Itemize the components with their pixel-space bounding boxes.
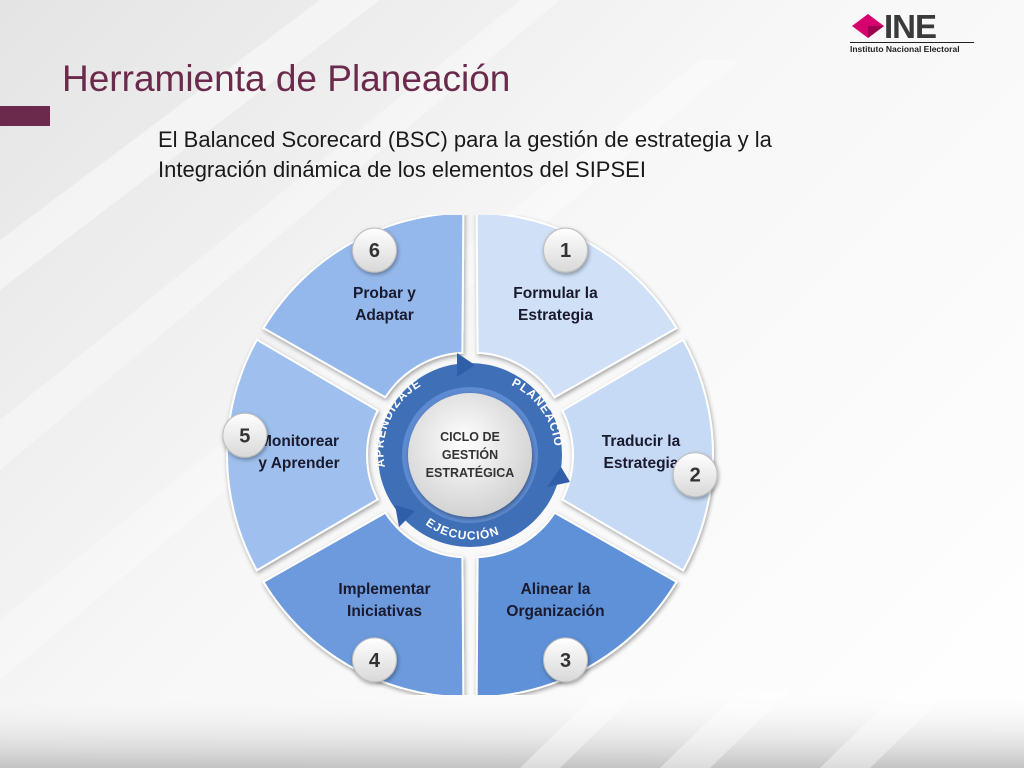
svg-text:Iniciativas: Iniciativas: [347, 603, 422, 620]
svg-text:Probar y: Probar y: [353, 285, 416, 302]
svg-text:Estrategia: Estrategia: [604, 455, 679, 472]
logo-subtitle: Instituto Nacional Electoral: [850, 42, 974, 54]
svg-text:Adaptar: Adaptar: [355, 307, 414, 324]
step-badge-4: 4: [351, 637, 397, 683]
step-badge-3: 3: [543, 637, 589, 683]
center-circle: [408, 393, 532, 517]
svg-text:ESTRATÉGICA: ESTRATÉGICA: [426, 465, 515, 480]
svg-text:1: 1: [560, 240, 571, 262]
arrow-head-aprendizaje: [395, 505, 415, 527]
svg-text:GESTIÓN: GESTIÓN: [442, 447, 498, 462]
page-title: Herramienta de Planeación: [62, 58, 511, 99]
segment-4: [262, 511, 465, 695]
svg-text:Formular la: Formular la: [513, 285, 598, 302]
svg-text:6: 6: [369, 240, 380, 262]
svg-text:2: 2: [690, 465, 701, 487]
svg-text:Alinear la: Alinear la: [521, 581, 591, 598]
ine-logo-icon: [852, 14, 884, 38]
svg-text:y Aprender: y Aprender: [258, 455, 339, 472]
step-badge-5: 5: [222, 412, 268, 458]
svg-text:3: 3: [560, 650, 571, 672]
segment-6: [262, 215, 465, 399]
segment-label-6: Probar y Adaptar: [353, 285, 416, 324]
page-subtitle: El Balanced Scorecard (BSC) para la gest…: [158, 127, 772, 182]
center-label: CICLO DE GESTIÓN ESTRATÉGICA: [426, 430, 515, 480]
svg-text:Implementar: Implementar: [338, 581, 430, 598]
segment-label-5: Monitorear y Aprender: [258, 433, 339, 472]
svg-text:CICLO DE: CICLO DE: [440, 430, 500, 444]
step-badge-6: 6: [351, 227, 397, 273]
svg-text:Estrategia: Estrategia: [518, 307, 593, 324]
segment-label-2: Traducir la Estrategia: [602, 433, 681, 472]
segment-label-1: Formular la Estrategia: [513, 285, 598, 324]
logo-text: INE: [884, 8, 937, 45]
step-badge-1: 1: [543, 227, 589, 273]
segment-5: [226, 338, 379, 572]
arrow-head-ejecucion: [547, 467, 570, 487]
title-accent-bar: [0, 106, 50, 126]
svg-text:Monitorear: Monitorear: [259, 433, 339, 450]
step-badge-2: 2: [672, 452, 718, 498]
segment-3: [475, 511, 678, 695]
svg-text:5: 5: [239, 425, 250, 447]
arrow-head-planeacion: [457, 353, 475, 377]
svg-text:Traducir la: Traducir la: [602, 433, 681, 450]
segment-1: [475, 215, 678, 399]
svg-text:4: 4: [369, 650, 381, 672]
segment-2: [561, 338, 714, 572]
svg-text:Organización: Organización: [506, 603, 604, 620]
segment-label-3: Alinear la Organización: [506, 581, 604, 620]
